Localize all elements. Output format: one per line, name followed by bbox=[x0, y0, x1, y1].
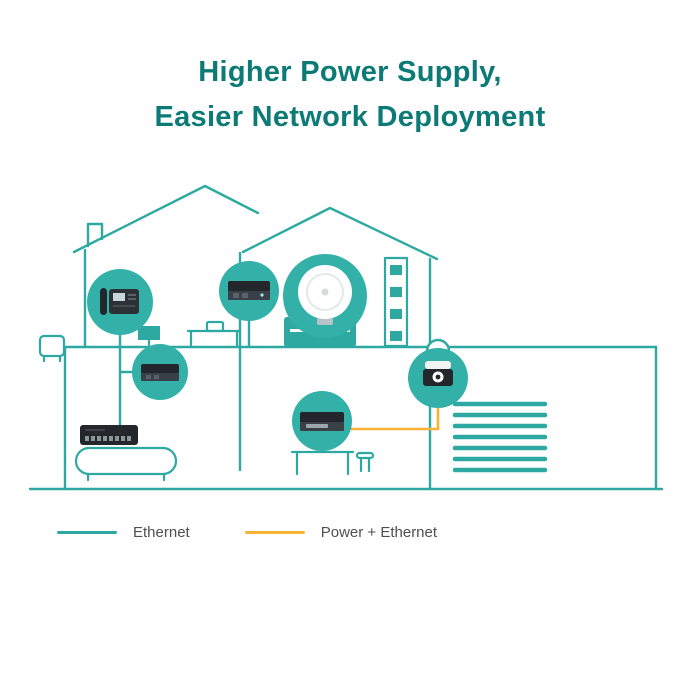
camera-callout bbox=[408, 338, 468, 408]
media-cabinet bbox=[74, 446, 178, 476]
legend: Ethernet Power + Ethernet bbox=[57, 524, 437, 541]
ethernet-cables bbox=[118, 319, 251, 427]
title-line-2: Easier Network Deployment bbox=[154, 101, 546, 133]
network-device-icon bbox=[228, 281, 270, 300]
legend-label-ethernet: Ethernet bbox=[133, 524, 190, 541]
downstairs-device-callout bbox=[292, 391, 352, 451]
legend-label-power-ethernet: Power + Ethernet bbox=[320, 524, 438, 541]
power-ethernet-cables bbox=[349, 407, 440, 431]
legend-item-ethernet: Ethernet bbox=[57, 524, 190, 541]
poe-device-icon bbox=[141, 364, 179, 381]
right-roof bbox=[241, 206, 439, 261]
stool bbox=[355, 451, 375, 460]
garage-door bbox=[452, 401, 548, 473]
shelf-unit bbox=[383, 256, 409, 348]
armchair bbox=[38, 334, 66, 358]
poe-device-icon bbox=[300, 412, 344, 431]
wall-tv bbox=[138, 326, 160, 340]
ip-phone-callout bbox=[87, 269, 153, 335]
chimney bbox=[86, 222, 104, 248]
legend-item-power-ethernet: Power + Ethernet bbox=[244, 524, 438, 541]
title-line-1: Higher Power Supply, bbox=[198, 56, 502, 88]
upstairs-device-callout bbox=[219, 261, 279, 321]
poe-switch-icon bbox=[80, 425, 138, 445]
ip-phone-icon bbox=[100, 288, 139, 315]
left-roof bbox=[72, 184, 260, 254]
page-title: Higher Power Supply, Easier Network Depl… bbox=[0, 50, 700, 140]
laptop-icon bbox=[205, 320, 225, 333]
ethernet-line-swatch bbox=[57, 531, 117, 534]
mid-device-callout bbox=[132, 344, 188, 400]
wireless-access-point-icon bbox=[298, 265, 352, 325]
security-camera-icon bbox=[423, 361, 453, 386]
power-ethernet-line-swatch bbox=[244, 531, 305, 534]
access-point-callout bbox=[283, 254, 367, 338]
